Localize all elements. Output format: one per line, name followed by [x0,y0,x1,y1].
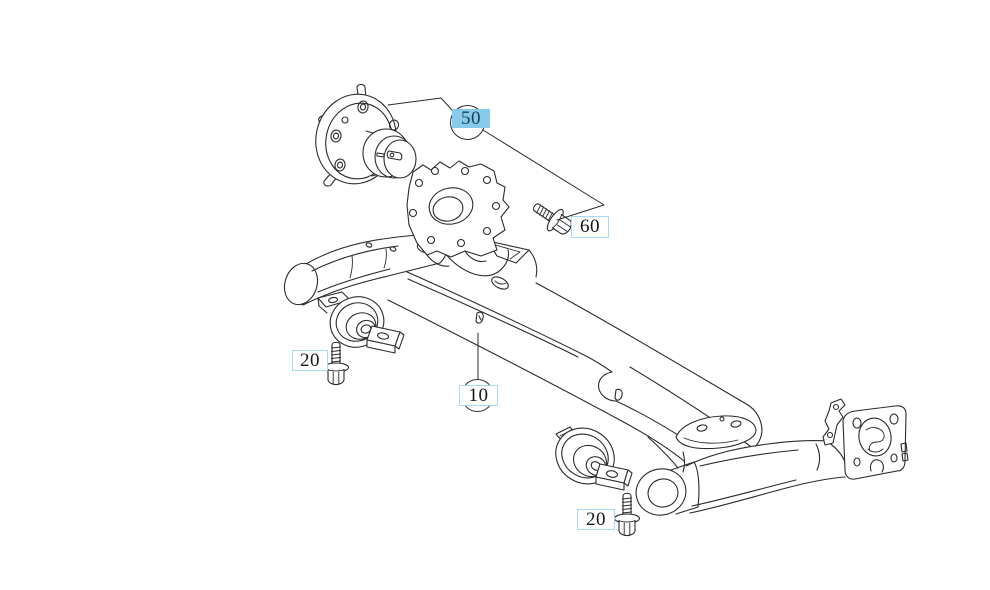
leader-line-50-hub [387,97,453,111]
rear-bushing-drawing [555,426,633,491]
callout-60-box: 60 [571,216,609,238]
callout-60[interactable]: 60 [571,216,609,238]
leader-line-50-bolt [482,129,605,221]
callout-20b[interactable]: 20 [577,509,615,530]
callout-10-box: 10 [459,385,498,406]
wheel-hub-drawing [315,83,417,187]
callout-50[interactable]: 50 [450,105,490,141]
callout-20a-label: 20 [300,349,320,371]
front-bushing-drawing [317,291,405,354]
hub-flange-plate-drawing [822,398,909,480]
left-trailing-arm-drawing [283,234,448,306]
right-trailing-arm-drawing [635,415,846,516]
leader-lines [387,97,605,380]
callout-50-label: 50 [461,107,481,129]
bolt-20b-drawing [613,492,641,537]
callout-50-highlight: 50 [452,107,490,129]
callout-20b-label: 20 [586,508,606,530]
callout-20a[interactable]: 20 [292,350,328,371]
callout-10-label: 10 [468,384,489,406]
callout-20a-box: 20 [292,350,328,371]
callout-20b-box: 20 [577,509,615,530]
axle-beam-drawing [387,267,763,473]
spindle-bracket-drawing [406,160,510,267]
bolt-60-drawing [526,195,578,241]
callout-10[interactable]: 10 [459,379,498,412]
callout-60-label: 60 [580,216,600,237]
